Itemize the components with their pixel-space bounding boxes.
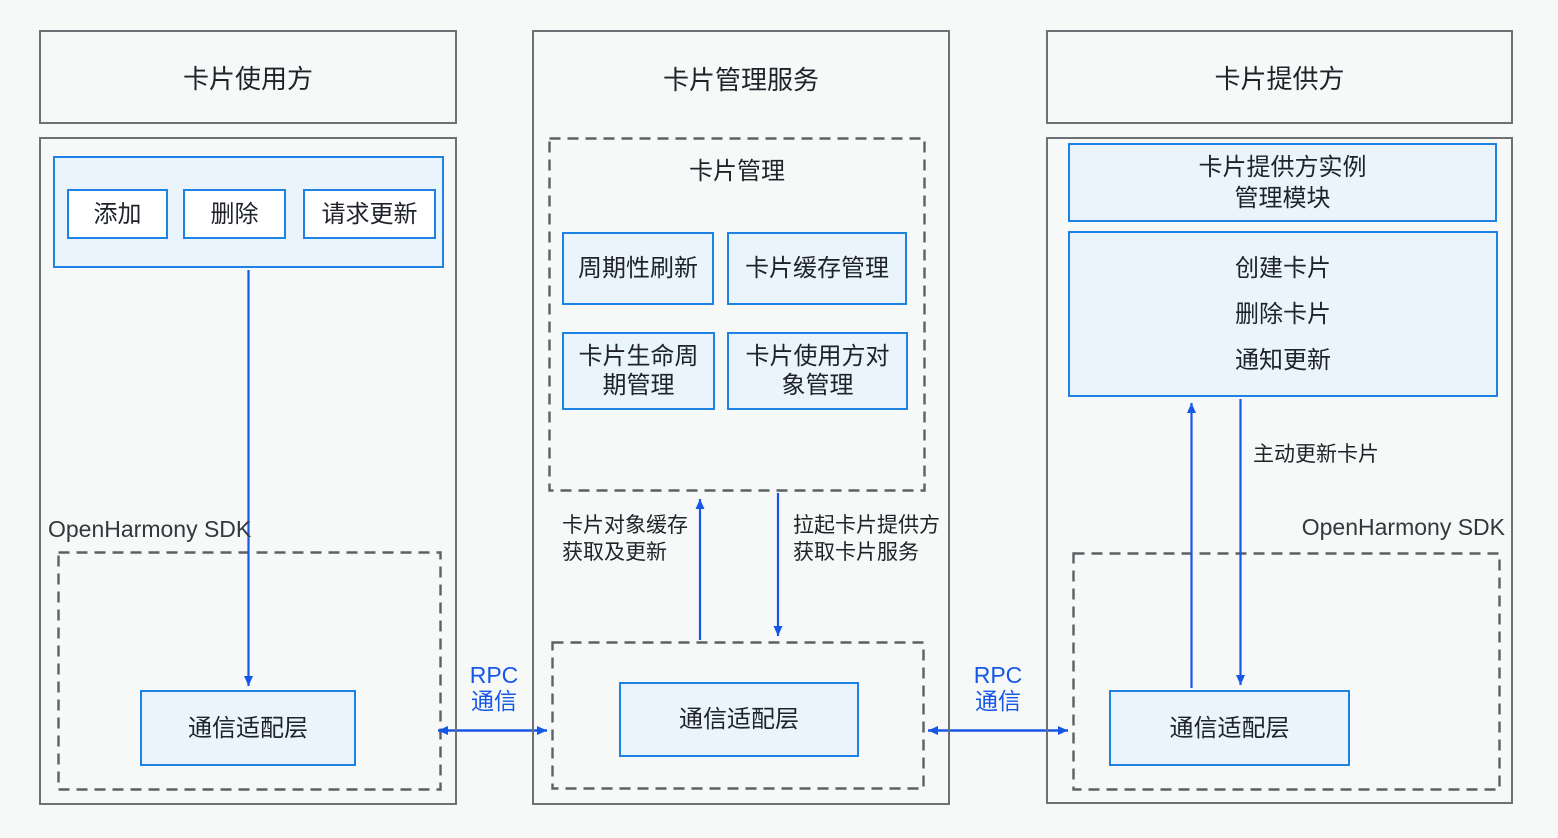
provider-comm-layer-box: 通信适配层 bbox=[1109, 690, 1350, 766]
manager-title: 卡片管理服务 bbox=[662, 64, 819, 95]
action-box-delete: 删除 bbox=[183, 189, 286, 239]
action-delete-label: 删除 bbox=[210, 200, 259, 228]
manager-outer-box bbox=[532, 30, 950, 805]
consumer-sdk-label: OpenHarmony SDK bbox=[48, 516, 252, 542]
consumer-body-box bbox=[39, 137, 457, 805]
action-box-add: 添加 bbox=[67, 189, 168, 239]
module-card-cache-label: 卡片缓存管理 bbox=[745, 255, 889, 282]
rpc-left-label: RPC 通信 bbox=[469, 662, 519, 714]
provider-body-box bbox=[1046, 137, 1513, 804]
card-management-group-title: 卡片管理 bbox=[689, 157, 785, 185]
module-consumer-object-label: 卡片使用方对 象管理 bbox=[745, 343, 890, 399]
module-lifecycle-label: 卡片生命周 期管理 bbox=[578, 343, 699, 399]
provider-title: 卡片提供方 bbox=[1214, 63, 1345, 94]
manager-comm-layer-label: 通信适配层 bbox=[679, 706, 799, 733]
consumer-title: 卡片使用方 bbox=[182, 63, 313, 94]
provider-instance-module-label: 卡片提供方实例 管理模块 bbox=[1198, 153, 1367, 212]
feature-delete-card: 删除卡片 bbox=[1235, 300, 1331, 328]
module-box-lifecycle: 卡片生命周 期管理 bbox=[562, 332, 715, 410]
feature-notify-update: 通知更新 bbox=[1235, 346, 1331, 374]
action-add-label: 添加 bbox=[93, 200, 142, 228]
provider-sdk-label: OpenHarmony SDK bbox=[1301, 514, 1505, 540]
provider-header-box: 卡片提供方 bbox=[1046, 30, 1513, 124]
provider-instance-module-box: 卡片提供方实例 管理模块 bbox=[1068, 143, 1497, 222]
module-box-card-cache: 卡片缓存管理 bbox=[727, 232, 907, 305]
consumer-header-box: 卡片使用方 bbox=[39, 30, 457, 124]
launch-arrow-label: 拉起卡片提供方 获取卡片服务 bbox=[793, 514, 940, 564]
provider-features-box: 创建卡片 删除卡片 通知更新 bbox=[1068, 231, 1498, 397]
manager-comm-layer-box: 通信适配层 bbox=[619, 682, 859, 757]
feature-create-card: 创建卡片 bbox=[1235, 254, 1331, 282]
rpc-right-label: RPC 通信 bbox=[973, 662, 1023, 714]
module-box-periodic-refresh: 周期性刷新 bbox=[562, 232, 714, 305]
provider-comm-layer-label: 通信适配层 bbox=[1169, 714, 1290, 742]
module-periodic-refresh-label: 周期性刷新 bbox=[578, 255, 698, 282]
module-box-consumer-object: 卡片使用方对 象管理 bbox=[727, 332, 908, 410]
update-arrow-label: 主动更新卡片 bbox=[1253, 443, 1379, 466]
cache-arrow-label: 卡片对象缓存 获取及更新 bbox=[562, 514, 688, 564]
action-box-request-update: 请求更新 bbox=[303, 189, 436, 239]
consumer-comm-layer-label: 通信适配层 bbox=[188, 714, 308, 742]
action-request-update-label: 请求更新 bbox=[321, 200, 418, 228]
consumer-comm-layer-box: 通信适配层 bbox=[140, 690, 356, 766]
